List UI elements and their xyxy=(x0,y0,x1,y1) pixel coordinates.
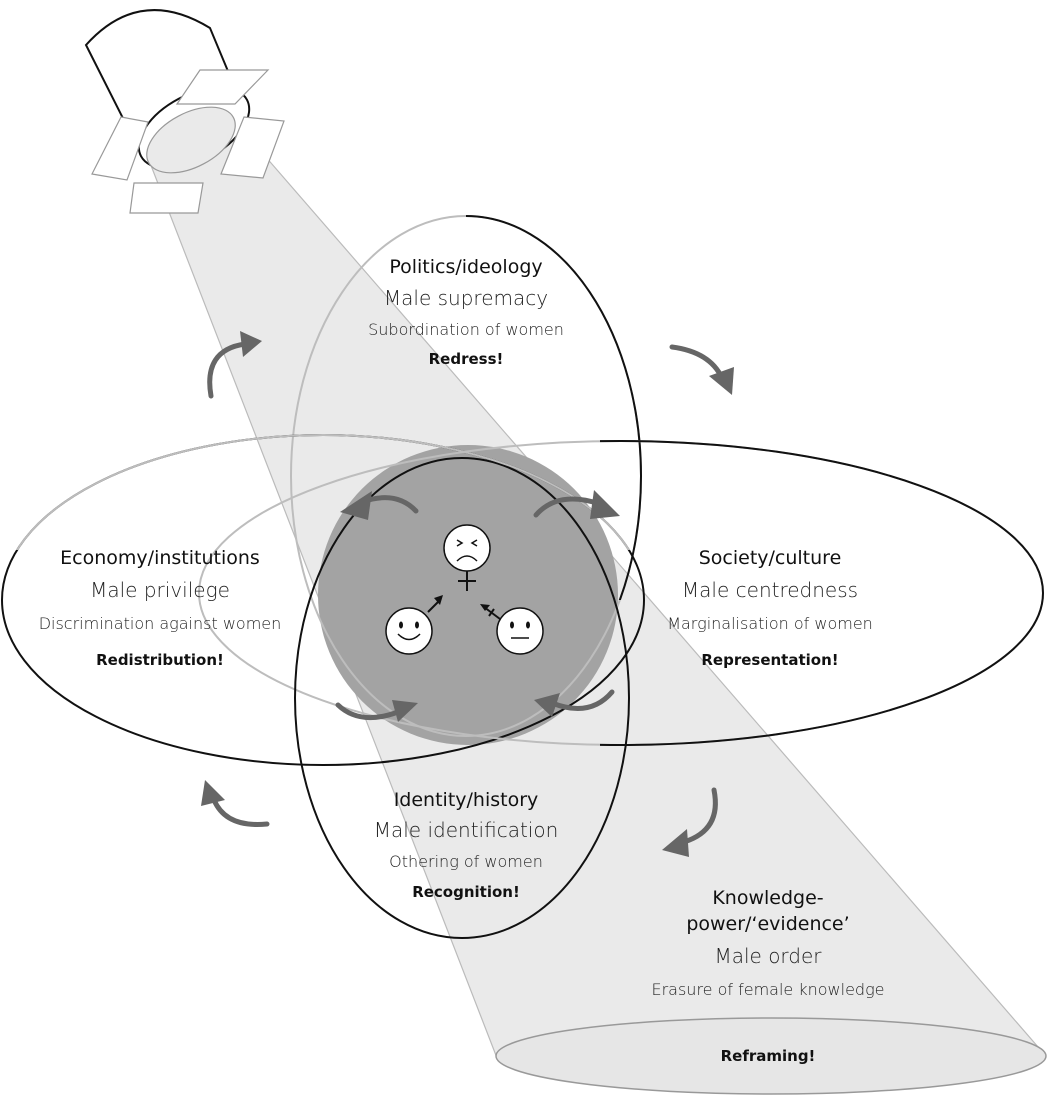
politics-action: Redress! xyxy=(429,350,504,368)
economy-ellipse-light xyxy=(16,434,630,550)
economy-label-group: Economy/institutions Male privilege Disc… xyxy=(39,547,282,669)
society-ellipse xyxy=(600,440,1044,746)
politics-label-group: Politics/ideology Male supremacy Subordi… xyxy=(368,256,564,368)
sphere-outlines xyxy=(1,215,1044,939)
identity-action: Recognition! xyxy=(412,883,520,901)
knowledge-title-line2: power/‘evidence’ xyxy=(686,913,849,935)
sad-face-icon xyxy=(443,524,491,572)
society-description: Marginalisation of women xyxy=(667,614,873,633)
economy-subtitle: Male privilege xyxy=(90,578,230,602)
curved-arrow-icon xyxy=(669,344,734,395)
identity-label-group: Identity/history Male identification Oth… xyxy=(374,789,559,901)
knowledge-label-group: Knowledge- power/‘evidence’ Male order E… xyxy=(651,887,884,1065)
curved-arrow-icon xyxy=(335,700,418,722)
politics-description: Subordination of women xyxy=(368,320,564,339)
center-circle xyxy=(318,445,618,745)
knowledge-subtitle: Male order xyxy=(714,944,822,968)
curved-arrow-icon xyxy=(340,491,419,520)
curved-arrow-icon xyxy=(534,689,615,717)
economy-action: Redistribution! xyxy=(96,651,224,669)
crossed-out-male-symbol-icon xyxy=(480,604,501,620)
beam-floor-ellipse xyxy=(495,1017,1047,1095)
identity-description: Othering of women xyxy=(389,852,543,871)
identity-subtitle: Male identification xyxy=(374,818,559,842)
society-label-group: Society/culture Male centredness Margina… xyxy=(667,547,873,669)
politics-subtitle: Male supremacy xyxy=(384,286,548,310)
spotlight-lamp-icon xyxy=(84,9,285,214)
curved-arrow-icon xyxy=(201,780,270,827)
society-action: Representation! xyxy=(701,651,838,669)
economy-title: Economy/institutions xyxy=(60,547,260,569)
inner-cycle-arrows xyxy=(335,490,620,722)
curved-arrow-icon xyxy=(662,787,718,857)
knowledge-title-line1: Knowledge- xyxy=(712,887,823,909)
society-title: Society/culture xyxy=(699,547,842,569)
curved-arrow-icon xyxy=(533,490,620,519)
curved-arrow-icon xyxy=(207,331,262,399)
identity-title: Identity/history xyxy=(394,789,539,811)
identity-ellipse xyxy=(294,457,630,939)
politics-ellipse-dark xyxy=(466,215,642,600)
female-symbol-icon xyxy=(458,571,476,591)
knowledge-action: Reframing! xyxy=(721,1047,816,1065)
male-symbol-icon xyxy=(427,595,443,613)
smiling-face-icon xyxy=(385,607,433,655)
society-subtitle: Male centredness xyxy=(682,578,858,602)
economy-description: Discrimination against women xyxy=(39,614,282,633)
outer-cycle-arrows xyxy=(201,331,734,857)
neutral-face-icon xyxy=(496,607,544,655)
center-symbols xyxy=(385,524,544,655)
politics-title: Politics/ideology xyxy=(389,256,542,278)
knowledge-description: Erasure of female knowledge xyxy=(651,980,884,999)
